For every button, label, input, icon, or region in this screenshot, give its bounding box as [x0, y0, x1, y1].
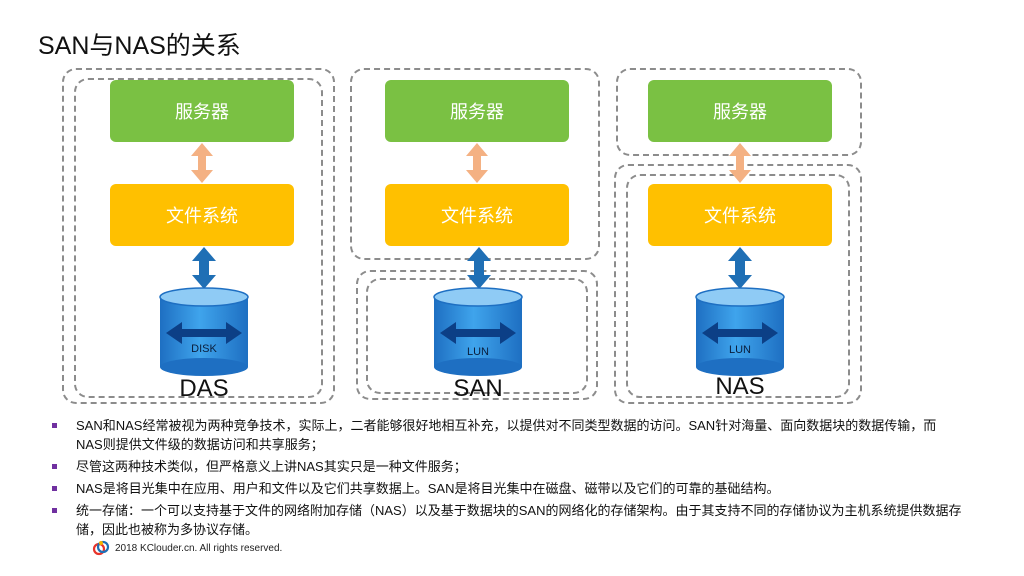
kclouder-logo-icon	[92, 540, 110, 556]
note-item: 尽管这两种技术类似，但严格意义上讲NAS其实只是一种文件服务；	[52, 457, 962, 476]
san-storage-label: LUN	[467, 346, 489, 358]
nas-lun-cylinder	[695, 287, 785, 376]
note-item: 统一存储：一个可以支持基于文件的网络附加存储（NAS）以及基于数据块的SAN的网…	[52, 501, 962, 539]
note-text: 统一存储：一个可以支持基于文件的网络附加存储（NAS）以及基于数据块的SAN的网…	[76, 503, 962, 537]
das-filesystem-box: 文件系统	[110, 184, 294, 246]
das-inner-group	[74, 78, 323, 398]
note-text: 尽管这两种技术类似，但严格意义上讲NAS其实只是一种文件服务；	[76, 459, 467, 474]
nas-label: NAS	[715, 373, 765, 400]
page-title: SAN与NAS的关系	[38, 32, 241, 60]
nas-server-fs-arrow	[729, 143, 751, 183]
note-item: SAN和NAS经常被视为两种竞争技术，实际上，二者能够很好地相互补充，以提供对不…	[52, 416, 962, 454]
footer: 2018 KClouder.cn. All rights reserved.	[92, 539, 282, 557]
nas-fs-storage-arrow	[728, 247, 752, 289]
san-label: SAN	[453, 375, 503, 402]
san-fs-storage-arrow	[467, 247, 491, 289]
das-outer-group	[62, 68, 335, 404]
san-filesystem-box: 文件系统	[385, 184, 569, 246]
note-text: SAN和NAS经常被视为两种竞争技术，实际上，二者能够很好地相互补充，以提供对不…	[76, 418, 937, 452]
san-lun-cylinder	[433, 287, 523, 376]
san-server-box: 服务器	[385, 80, 569, 142]
nas-storage-label: LUN	[729, 344, 751, 356]
bullet-icon	[52, 486, 57, 491]
note-text: NAS是将目光集中在应用、用户和文件以及它们共享数据上。SAN是将目光集中在磁盘…	[76, 481, 780, 496]
das-fs-storage-arrow	[192, 247, 216, 289]
nas-filesystem-box: 文件系统	[648, 184, 832, 246]
san-server-fs-arrow	[466, 143, 488, 183]
bullet-icon	[52, 464, 57, 469]
das-server-box: 服务器	[110, 80, 294, 142]
bullet-icon	[52, 423, 57, 428]
das-label: DAS	[179, 375, 229, 402]
copyright-text: 2018 KClouder.cn. All rights reserved.	[115, 542, 283, 554]
das-disk-cylinder	[159, 287, 249, 376]
note-item: NAS是将目光集中在应用、用户和文件以及它们共享数据上。SAN是将目光集中在磁盘…	[52, 479, 962, 498]
das-server-fs-arrow	[191, 143, 213, 183]
notes-list: SAN和NAS经常被视为两种竞争技术，实际上，二者能够很好地相互补充，以提供对不…	[52, 416, 962, 539]
nas-server-box: 服务器	[648, 80, 832, 142]
bullet-icon	[52, 508, 57, 513]
das-storage-label: DISK	[191, 343, 217, 355]
